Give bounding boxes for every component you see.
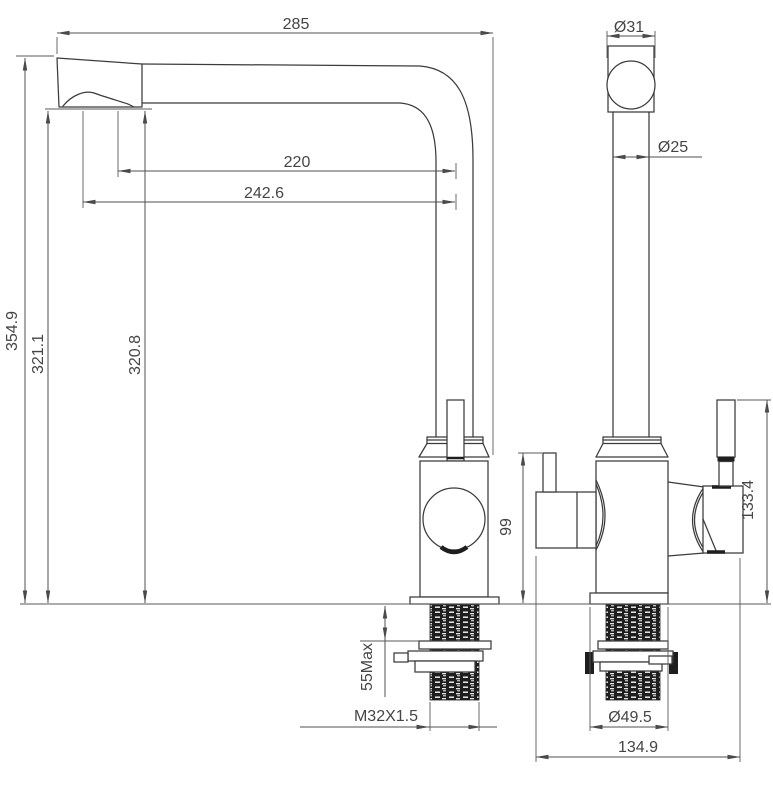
- dim-spout-height-outer: 321.1: [30, 110, 51, 604]
- base-flange-front: [589, 592, 669, 605]
- shank-front: [585, 603, 678, 701]
- spout-tip-circle: [606, 60, 656, 110]
- spout-outer-profile: [141, 63, 474, 438]
- dim-label: 320.8: [127, 335, 144, 375]
- left-port-intersection-inner: [595, 483, 604, 547]
- dim-label: 321.1: [30, 334, 47, 374]
- dim-label: 134.9: [618, 739, 658, 756]
- lever-rod-side: [446, 399, 465, 462]
- mounting-nut-lower-front: [599, 661, 663, 672]
- spout-front: [606, 45, 656, 438]
- dim-max-deck-thickness: 55Max: [359, 605, 419, 697]
- spout-inner-profile: [141, 102, 437, 438]
- mounting-nut-side: [407, 650, 484, 662]
- body-side: [409, 436, 500, 605]
- nut-tab-front: [648, 655, 673, 665]
- right-lever-upper: [716, 399, 736, 458]
- dim-reach-inner: 220: [117, 111, 457, 179]
- spout-aerator-curve: [62, 91, 135, 108]
- mounting-washer-side: [418, 640, 492, 650]
- right-lever-lower: [718, 460, 734, 487]
- front-view: [535, 45, 744, 701]
- left-handle-front: [535, 452, 597, 549]
- right-port-bottom: [667, 552, 705, 557]
- spout-side: [56, 57, 474, 438]
- left-handle-lever: [542, 452, 557, 493]
- body-logo-circle: [422, 487, 486, 551]
- left-handle-block: [535, 491, 597, 549]
- body-circle-shadow: [439, 545, 469, 555]
- mounting-nut-lower-side: [414, 660, 476, 673]
- body-cylinder-front: [595, 460, 669, 594]
- dim-label: Ø49.5: [608, 709, 652, 726]
- base-flange-side: [409, 596, 500, 605]
- right-port-intersection-inner: [693, 490, 705, 550]
- left-port-intersection-outer: [595, 479, 606, 551]
- lever-side: [446, 399, 465, 462]
- right-handle-front: [702, 399, 744, 554]
- dim-shank-thread: M32X1.5: [300, 702, 497, 731]
- right-lever-joint: [717, 457, 735, 462]
- dim-spout-tip-diameter: Ø31: [606, 19, 656, 58]
- dim-label: M32X1.5: [354, 708, 418, 725]
- dim-body-top-height: 99: [498, 452, 542, 604]
- dim-label: Ø31: [614, 19, 644, 36]
- dim-label: 99: [498, 518, 515, 536]
- side-view: [56, 57, 500, 701]
- dim-label: 285: [283, 16, 310, 33]
- dim-overall-reach: 285: [56, 16, 494, 455]
- spout-head: [56, 57, 143, 108]
- dim-label: 133.4: [740, 480, 757, 520]
- dim-overall-height: 354.9: [4, 55, 54, 604]
- mounting-washer-front: [597, 640, 669, 650]
- shank-side: [393, 603, 492, 701]
- dim-riser-tube-diameter: Ø25: [612, 139, 702, 160]
- nut-hex-left: [585, 652, 594, 674]
- dim-overall-width: 134.9: [535, 556, 741, 762]
- dim-label: 354.9: [4, 311, 21, 351]
- body-front: [589, 436, 705, 605]
- dim-handle-top-height: 133.4: [737, 399, 771, 604]
- right-port-top: [667, 481, 705, 488]
- right-port-intersection-outer: [692, 486, 705, 554]
- right-handle-block: [702, 485, 744, 554]
- dim-spout-height-inner: 320.8: [45, 108, 152, 604]
- dim-label: 242.6: [244, 185, 284, 202]
- dim-label: 220: [284, 154, 311, 171]
- dim-label: Ø25: [658, 139, 688, 156]
- dim-flange-diameter: Ø49.5: [589, 607, 669, 731]
- right-handle-seam: [702, 518, 718, 554]
- dim-label: 55Max: [359, 643, 376, 691]
- nut-tab-side: [393, 652, 409, 663]
- nut-hex-right: [669, 652, 678, 674]
